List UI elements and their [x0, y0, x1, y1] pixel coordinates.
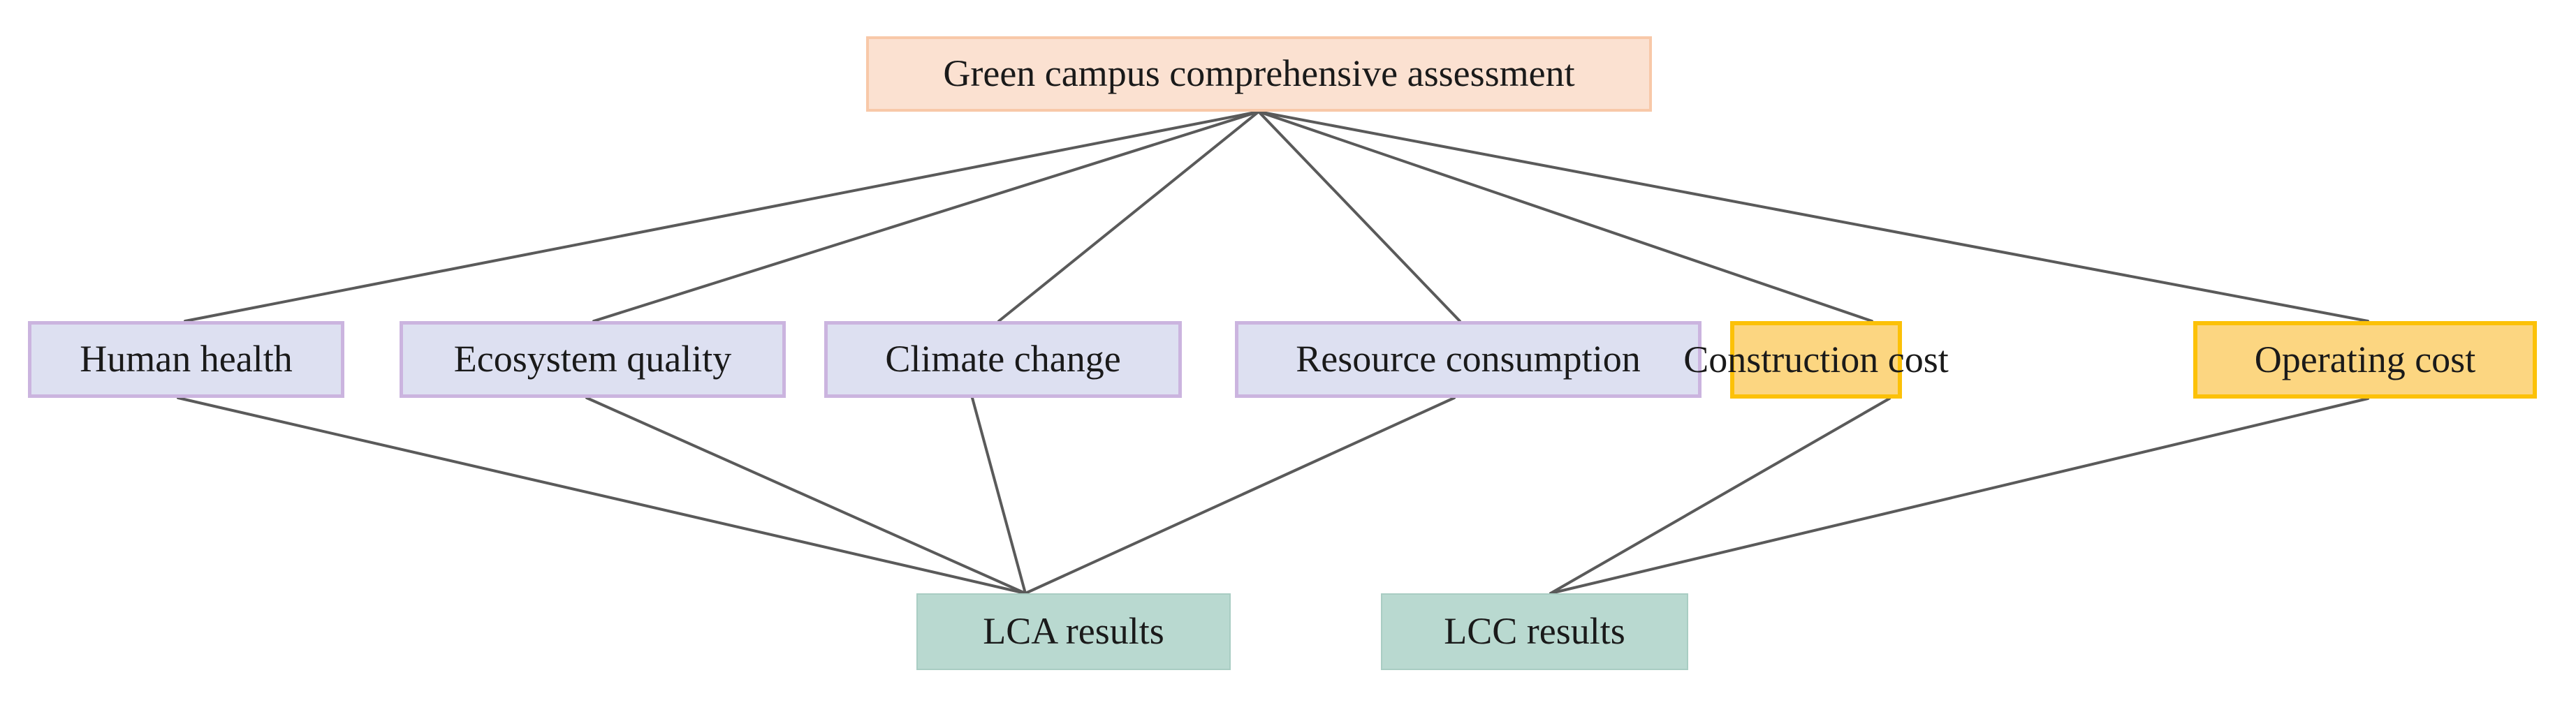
node-lcc-results[interactable]: LCC results [1381, 593, 1688, 670]
edge-ecosystem_quality-to-lca_results [585, 396, 1027, 595]
node-label: Resource consumption [1296, 338, 1641, 380]
node-label: Climate change [885, 338, 1121, 380]
edge-goal-to-ecosystem_quality [592, 110, 1260, 322]
node-lca-results[interactable]: LCA results [916, 593, 1231, 670]
edge-goal-to-human_health [184, 110, 1260, 322]
node-label: LCC results [1444, 610, 1625, 653]
node-label: Green campus comprehensive assessment [943, 52, 1575, 95]
edge-operating_cost-to-lcc_results [1549, 397, 2369, 595]
node-green-campus-comprehensive-assessment[interactable]: Green campus comprehensive assessment [866, 36, 1652, 112]
node-label: Ecosystem quality [453, 338, 732, 380]
edge-human_health-to-lca_results [177, 396, 1027, 595]
node-label: Human health [80, 338, 293, 380]
edge-climate_change-to-lca_results [971, 396, 1027, 595]
edge-resource_consumption-to-lca_results [1024, 396, 1456, 595]
node-human-health[interactable]: Human health [28, 321, 344, 398]
node-resource-consumption[interactable]: Resource consumption [1235, 321, 1702, 398]
node-label: Construction cost [1683, 338, 1949, 380]
node-climate-change[interactable]: Climate change [824, 321, 1182, 398]
node-ecosystem-quality[interactable]: Ecosystem quality [400, 321, 786, 398]
edge-goal-to-climate_change [997, 110, 1260, 322]
node-label: LCA results [983, 610, 1164, 653]
edge-goal-to-operating_cost [1257, 110, 2369, 322]
node-label: Operating cost [2254, 338, 2476, 380]
node-operating-cost[interactable]: Operating cost [2193, 321, 2537, 399]
node-construction-cost[interactable]: Construction cost [1683, 321, 1949, 399]
edge-goal-to-construction_cost [1257, 110, 1873, 322]
edge-construction_cost-to-lcc_results [1549, 397, 1891, 595]
edge-goal-to-resource_consumption [1257, 110, 1461, 322]
